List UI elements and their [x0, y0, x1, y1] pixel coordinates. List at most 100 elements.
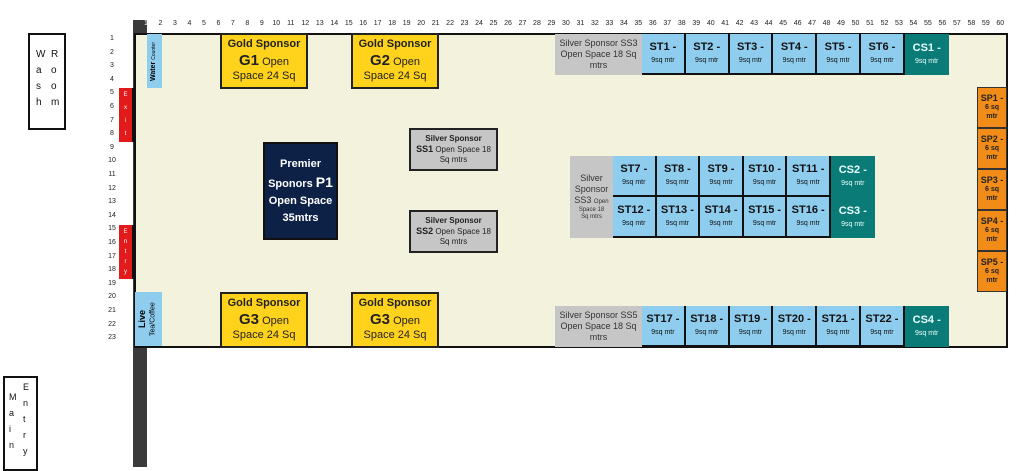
stall-size: 9sq mtr [709, 179, 733, 186]
exit-letter: t [124, 131, 127, 137]
stall-size: 9sq mtr [651, 57, 675, 64]
gold-text: Space 24 Sq [363, 70, 427, 83]
column-number: 32 [590, 20, 599, 27]
stall-size: 9sq mtr [622, 220, 646, 227]
stall-st9[interactable]: ST9 -9sq mtr [700, 156, 744, 197]
column-number: 47 [808, 20, 816, 27]
column-number: 50 [851, 20, 860, 27]
column-number: 38 [677, 20, 686, 27]
stall-st18[interactable]: ST18 -9sq mtr [685, 306, 730, 347]
silver-line: Space 18 [578, 206, 605, 213]
column-number: 35 [634, 20, 643, 27]
letter: s [36, 81, 41, 92]
stall-st6[interactable]: ST6 -9sq mtr [861, 34, 905, 75]
water-counter: Water Counter [147, 34, 162, 88]
silver-line: Open Space 18 Sq [560, 320, 637, 331]
stall-st3[interactable]: ST3 -9sq mtr [729, 34, 774, 75]
stall-label: ST8 - [663, 163, 691, 176]
corner-stall-cs1[interactable]: CS1 -9sq mtr [904, 34, 949, 75]
gold-title: Gold Sponsor [227, 296, 301, 309]
column-number: 27 [518, 20, 527, 27]
main-letter: i [9, 424, 11, 434]
column-number: 43 [750, 20, 759, 27]
stall-st2[interactable]: ST2 -9sq mtr [685, 34, 730, 75]
silver-title: Silver Sponsor [425, 133, 482, 143]
stall-st4[interactable]: ST4 -9sq mtr [773, 34, 818, 75]
stall-st19[interactable]: ST19 -9sq mtr [729, 306, 774, 347]
stall-st21[interactable]: ST21 -9sq mtr [817, 306, 861, 347]
corner-stall-cs2[interactable]: CS2 -9sq mtr [831, 156, 875, 197]
stall-st20[interactable]: ST20 -9sq mtr [773, 306, 818, 347]
silver-id: SS3 [574, 195, 592, 205]
entry-letter: r [23, 430, 26, 440]
room-letter: o [51, 81, 57, 92]
column-number: 46 [793, 20, 802, 27]
stall-size: 9sq mtr [841, 180, 865, 187]
stall-st10[interactable]: ST10 -9sq mtr [743, 156, 788, 197]
sp-label: SP5 - [980, 257, 1004, 268]
row-number: 3 [110, 62, 114, 70]
stall-st8[interactable]: ST8 -9sq mtr [656, 156, 701, 197]
column-number: 19 [402, 20, 411, 27]
stall-st7[interactable]: ST7 -9sq mtr [613, 156, 657, 197]
sp-size: 6 sq [984, 227, 999, 235]
stall-st1[interactable]: ST1 -9sq mtr [642, 34, 686, 75]
corner-stall-cs4[interactable]: CS4 -9sq mtr [904, 306, 949, 347]
premier-line: Open Space [268, 195, 333, 208]
letter: r [23, 430, 26, 440]
stall-st14[interactable]: ST14 -9sq mtr [700, 197, 744, 238]
stall-label: ST5 - [824, 41, 852, 54]
stall-st15[interactable]: ST15 -9sq mtr [743, 197, 788, 238]
silver-sponsor-ss3-middle[interactable]: Silver Sponsor SS3 Open Space 18 Sq mtrs [570, 156, 613, 238]
column-number: 42 [735, 20, 744, 27]
column-number: 54 [909, 20, 918, 27]
silver-sponsor-ss5[interactable]: Silver Sponsor SS5 Open Space 18 Sq mtrs [555, 306, 642, 347]
stall-st11[interactable]: ST11 -9sq mtr [787, 156, 831, 197]
corner-stall-cs3[interactable]: CS3 -9sq mtr [831, 197, 875, 238]
row-number: 12 [108, 184, 116, 192]
premier-sponsor-p1[interactable]: Premier Sponors P1 Open Space 35mtrs [263, 142, 338, 240]
stall-st5[interactable]: ST5 -9sq mtr [817, 34, 861, 75]
sp-size: mtr [986, 113, 998, 121]
column-number: 53 [895, 20, 903, 27]
silver-sponsor-ss3-top[interactable]: Silver Sponsor SS3 Open Space 18 Sq mtrs [555, 34, 642, 75]
silver-line: Sq mtrs [581, 214, 602, 220]
column-number: 29 [547, 20, 556, 27]
silver-text: Open Space 18 [435, 226, 491, 236]
stall-st12[interactable]: ST12 -9sq mtr [613, 197, 657, 238]
silver-line: Open Space 18 Sq [560, 48, 637, 59]
column-number: 17 [373, 20, 382, 27]
stall-label: ST4 - [780, 41, 808, 54]
column-number: 11 [287, 20, 295, 27]
column-number: 8 [245, 20, 250, 27]
gold-text: Open [393, 55, 420, 68]
column-number: 34 [619, 20, 628, 27]
letter: a [9, 408, 15, 418]
row-number: 13 [108, 198, 116, 206]
stall-st16[interactable]: ST16 -9sq mtr [787, 197, 831, 238]
gold-text: Space 24 Sq [232, 70, 296, 83]
letter: n [9, 440, 15, 450]
column-number: 36 [648, 20, 657, 27]
row-number: 19 [108, 279, 116, 287]
stall-st17[interactable]: ST17 -9sq mtr [642, 306, 686, 347]
gold-text: Open [393, 314, 420, 327]
silver-line: mtrs [589, 332, 608, 343]
letter: t [23, 414, 26, 424]
stall-st13[interactable]: ST13 -9sq mtr [656, 197, 701, 238]
stall-st22[interactable]: ST22 -9sq mtr [861, 306, 905, 347]
